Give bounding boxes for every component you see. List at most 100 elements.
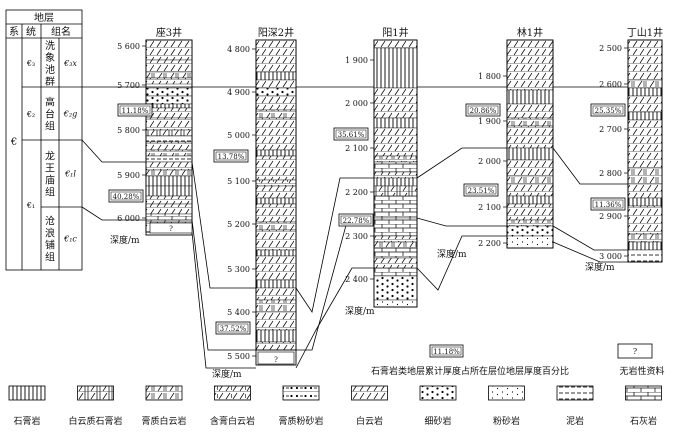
lithology-layer	[255, 279, 297, 289]
gypsum-percentage: 22.78%	[343, 217, 370, 225]
legend-item-siltstone: 粉砂岩	[488, 385, 525, 427]
depth-label: 2 800	[599, 169, 622, 178]
lithology-layer	[373, 241, 418, 249]
legend-nodata-desc: 无岩性资料	[619, 365, 664, 377]
legend-label: 细砂岩	[424, 415, 451, 427]
lithology-layer	[145, 95, 193, 105]
legend-label: 石膏岩	[13, 415, 40, 427]
gypsum-percentage: 35.61%	[338, 131, 365, 139]
lithology-layer	[255, 71, 297, 81]
depth-label: 2 000	[478, 157, 501, 166]
gypsum-percentage: 37.52%	[220, 325, 247, 333]
lithology-layer	[255, 311, 297, 331]
lithology-layer	[506, 147, 554, 161]
lithology-layer	[627, 241, 663, 251]
lithology-layer	[627, 95, 663, 113]
depth-label: 5 200	[227, 220, 250, 229]
legend-swatch	[77, 385, 114, 401]
lithology-layer	[373, 155, 418, 163]
depth-unit: 深度/m	[110, 234, 140, 246]
well-name: 阳深2井	[258, 26, 294, 39]
depth-label: 2 300	[345, 232, 368, 241]
lithology-layer	[145, 213, 193, 223]
depth-label: 4 900	[227, 88, 250, 97]
correlation-lines	[81, 86, 662, 369]
lithology-layer	[145, 185, 193, 197]
lithology-layer	[373, 127, 418, 157]
lithology-layer	[373, 247, 418, 259]
legend-nodata-box	[617, 343, 653, 359]
legend-label: 含膏白云岩	[210, 415, 255, 427]
formation-name: 龙王庙组	[45, 150, 55, 199]
lithology-layer	[373, 275, 418, 301]
lithology-layer	[145, 59, 193, 73]
lithology-layer	[506, 183, 554, 197]
lithology-layer	[373, 185, 418, 197]
series-label: €₂	[26, 110, 35, 119]
formation-code: €₁c	[63, 235, 77, 244]
legend-swatch	[214, 385, 251, 401]
lithology-layer	[145, 155, 193, 163]
legend-swatch	[488, 385, 525, 401]
depth-label: 5 500	[227, 352, 250, 361]
lithology-layer	[373, 177, 418, 187]
legend-pct-box	[429, 344, 464, 358]
lithology-layer	[145, 129, 193, 137]
lithology-layer	[255, 197, 297, 205]
legend-label: 白云质石膏岩	[68, 415, 122, 427]
no-data-mark: ?	[169, 225, 173, 233]
lithology-layer	[627, 197, 663, 207]
depth-label: 2 700	[599, 125, 622, 134]
lithology-layer	[145, 117, 193, 131]
gypsum-percentage-box: 37.52%	[215, 321, 251, 335]
gypsum-percentage-box: 11.18%	[117, 103, 153, 117]
legend-swatch	[282, 385, 320, 401]
lithology-layer	[373, 161, 418, 173]
lithology-layer	[255, 255, 297, 281]
lithology-layer	[506, 225, 554, 237]
depth-label: 2 400	[345, 275, 368, 284]
depth-label: 1 900	[478, 117, 501, 126]
lithology-layer	[506, 103, 554, 119]
legend-swatch	[145, 385, 183, 401]
lithology-layer	[145, 203, 193, 215]
lithology-layer	[373, 39, 418, 49]
gypsum-percentage: 20.86%	[470, 107, 497, 115]
gypsum-percentage-box: 11.36%	[590, 197, 626, 211]
lithology-layer	[627, 233, 663, 243]
lithology-layer	[373, 257, 418, 269]
lithology-layer	[255, 79, 297, 89]
no-data-block	[257, 351, 295, 365]
lithology-layer	[506, 39, 554, 91]
gypsum-percentage-box: 13.78%	[213, 149, 249, 163]
gypsum-percentage-box: 23.51%	[463, 183, 499, 197]
formation-code: €₃x	[63, 59, 77, 68]
col-system: 系	[9, 26, 19, 38]
legend-item-dolo-gypsum: 白云质石膏岩	[68, 385, 123, 427]
lithology-layer	[627, 87, 663, 97]
gypsum-percentage: 25.35%	[595, 107, 622, 115]
legend-item-limestone: 石灰岩	[625, 385, 662, 427]
gypsum-percentage-box: 20.86%	[465, 103, 501, 117]
lithology-layer	[506, 219, 554, 227]
well-column	[373, 39, 418, 308]
depth-label: 5 900	[117, 171, 140, 180]
legend-label: 粉砂岩	[493, 415, 520, 427]
lithology-layer	[627, 167, 663, 185]
legend-label: 石灰岩	[630, 415, 657, 427]
table-header: 地层	[34, 11, 54, 24]
depth-label: 5 700	[117, 81, 140, 90]
lithology-layer	[373, 47, 418, 89]
formation-name: 洗象池群	[45, 40, 55, 88]
lithology-layer	[255, 87, 297, 97]
formation-name: 沧浪铺组	[45, 215, 55, 264]
well-name: 林1井	[517, 26, 543, 39]
col-formation: 组名	[51, 25, 71, 38]
gypsum-percentage: 40.28%	[113, 193, 140, 201]
legend-label: 膏质白云岩	[141, 415, 186, 427]
legend-nodata-mark: ?	[633, 347, 637, 356]
lithology-layer	[145, 149, 193, 157]
lithology-layer	[506, 195, 554, 205]
lithology-layer	[255, 287, 297, 301]
